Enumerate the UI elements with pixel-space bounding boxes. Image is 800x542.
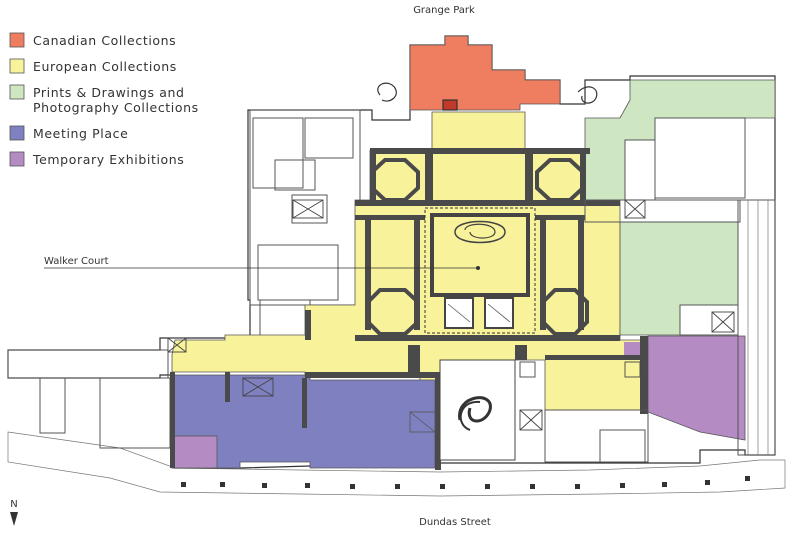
frontage-columns (181, 476, 750, 489)
street-frontage-outline (7, 431, 786, 497)
walker-court (424, 207, 536, 334)
north-arrow-icon (10, 512, 18, 526)
legend-swatch-prints (9, 84, 25, 100)
dundas-street-label: Dundas Street (419, 517, 491, 528)
zone-temporary-exhibitions-west (171, 435, 218, 469)
stair-boxes (167, 199, 735, 431)
north-arrow-label: N (10, 499, 17, 510)
legend-label-meeting: Meeting Place (33, 126, 128, 141)
zone-canadian-collections (409, 35, 561, 111)
north-arrow: N (10, 499, 18, 526)
east-service-wing (544, 117, 776, 463)
octagon-rooms (366, 158, 589, 336)
legend-label-prints-line2: Photography Collections (33, 100, 199, 115)
legend-swatch-canadian (9, 32, 25, 48)
legend-swatch-meeting (9, 125, 25, 141)
legend: Canadian Collections European Collection… (9, 32, 199, 167)
legend-label-prints-line1: Prints & Drawings and (33, 85, 185, 100)
north-stairs (377, 82, 598, 111)
walker-court-label: Walker Court (44, 256, 109, 267)
legend-swatch-temporary (9, 151, 25, 167)
legend-swatch-european (9, 58, 25, 74)
legend-label-european: European Collections (33, 59, 177, 74)
legend-label-temporary: Temporary Exhibitions (32, 152, 184, 167)
legend-label-canadian: Canadian Collections (33, 33, 176, 48)
grange-park-label: Grange Park (413, 5, 475, 16)
spiral-ramp-court (409, 359, 516, 461)
